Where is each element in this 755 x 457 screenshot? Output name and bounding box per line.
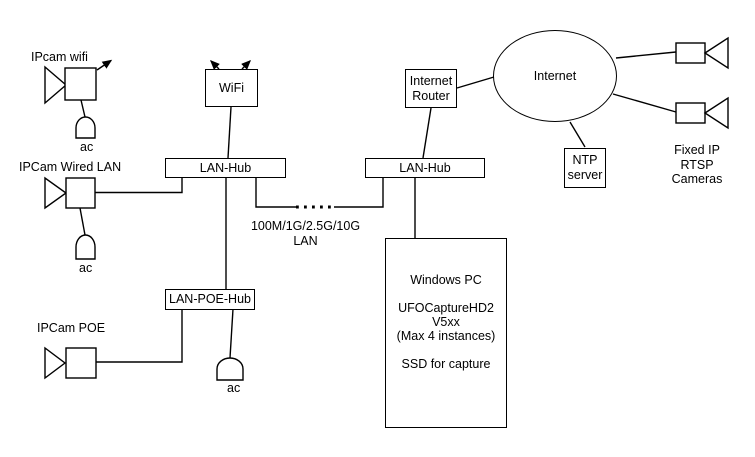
lan-hub-left-label: LAN-Hub bbox=[199, 160, 252, 175]
wifi-signal-arrows-icon bbox=[210, 60, 251, 70]
windows-pc-box: Windows PC UFOCaptureHD2 V5xx (Max 4 ins… bbox=[385, 238, 507, 428]
ac-label-poe-hub: ac bbox=[227, 381, 241, 395]
ntp-server-label-line1: NTP bbox=[572, 153, 598, 167]
edge-router-to-lanhub-right bbox=[422, 107, 432, 159]
lan-speed-line1: 100M/1G/2.5G/10G bbox=[250, 219, 361, 233]
rtsp-camera-bottom-icon bbox=[675, 96, 729, 130]
ipcam-wifi-label: IPcam wifi bbox=[31, 50, 88, 64]
lan-hub-right-box: LAN-Hub bbox=[365, 158, 485, 178]
pc-line-blank2 bbox=[386, 343, 506, 357]
internet-cloud-label: Internet bbox=[533, 68, 577, 83]
ntp-server-label-line2: server bbox=[567, 168, 603, 182]
lan-hub-right-label: LAN-Hub bbox=[399, 160, 451, 175]
lan-poe-hub-box: LAN-POE-Hub bbox=[165, 289, 255, 310]
wifi-label: WiFi bbox=[219, 80, 244, 95]
fixed-cameras-line1: Fixed IP bbox=[674, 143, 720, 157]
pc-line-software: UFOCaptureHD2 bbox=[398, 301, 494, 315]
ipcam-wired-lan-label: IPCam Wired LAN bbox=[19, 160, 122, 174]
lan-speed-label: 100M/1G/2.5G/10G LAN bbox=[248, 219, 363, 248]
fixed-cameras-line3: Cameras bbox=[671, 172, 723, 186]
ac-adapter-icon bbox=[75, 234, 96, 260]
pc-line-version: V5xx bbox=[432, 315, 460, 329]
edge-wifi-to-lanhub-left bbox=[227, 106, 232, 159]
ipcam-poe-icon bbox=[44, 346, 97, 380]
lan-hub-left-box: LAN-Hub bbox=[165, 158, 286, 178]
wifi-access-point-box: WiFi bbox=[205, 69, 258, 107]
fixed-cameras-label: Fixed IP RTSP Cameras bbox=[656, 143, 738, 187]
internet-router-box: Internet Router bbox=[405, 69, 457, 108]
edge-lan-backbone-right bbox=[334, 178, 384, 208]
pc-line-instances: (Max 4 instances) bbox=[396, 329, 496, 343]
ipcam-poe-label: IPCam POE bbox=[37, 321, 106, 335]
edge-wifi-cam-to-ac bbox=[80, 99, 86, 118]
edge-poe-hub-to-ac bbox=[229, 308, 234, 359]
pc-line-title: Windows PC bbox=[410, 273, 482, 287]
rtsp-camera-top-icon bbox=[675, 36, 729, 70]
edge-wired-cam-to-ac bbox=[79, 207, 86, 236]
edge-internet-to-ntp bbox=[569, 121, 586, 148]
ac-label-wifi-cam: ac bbox=[80, 140, 94, 154]
ipcam-wifi-icon bbox=[44, 65, 97, 105]
internet-cloud: Internet bbox=[493, 30, 617, 122]
ipcam-wired-icon bbox=[44, 176, 96, 210]
fixed-cameras-line2: RTSP bbox=[680, 157, 714, 172]
internet-router-label-line2: Router bbox=[412, 88, 450, 103]
ac-adapter-icon bbox=[216, 357, 244, 381]
wireless-arrow-icon bbox=[96, 59, 113, 71]
lan-speed-line2: LAN bbox=[293, 233, 318, 248]
edge-router-to-internet bbox=[456, 76, 495, 89]
lan-poe-hub-label: LAN-POE-Hub bbox=[169, 292, 251, 306]
ac-adapter-icon bbox=[75, 116, 96, 139]
edge-lan-backbone-left bbox=[255, 178, 296, 208]
ac-label-wired-cam: ac bbox=[79, 261, 93, 275]
edge-internet-to-camera-bottom bbox=[612, 93, 677, 113]
edge-poe-hub-to-poe-cam bbox=[96, 309, 183, 363]
edge-lanhub-left-to-wired-cam bbox=[95, 178, 183, 194]
pc-line-blank bbox=[386, 287, 506, 301]
internet-router-label-line1: Internet bbox=[409, 73, 453, 88]
pc-line-storage: SSD for capture bbox=[401, 357, 491, 371]
edge-internet-to-camera-top bbox=[615, 51, 677, 59]
ntp-server-box: NTP server bbox=[564, 148, 606, 188]
